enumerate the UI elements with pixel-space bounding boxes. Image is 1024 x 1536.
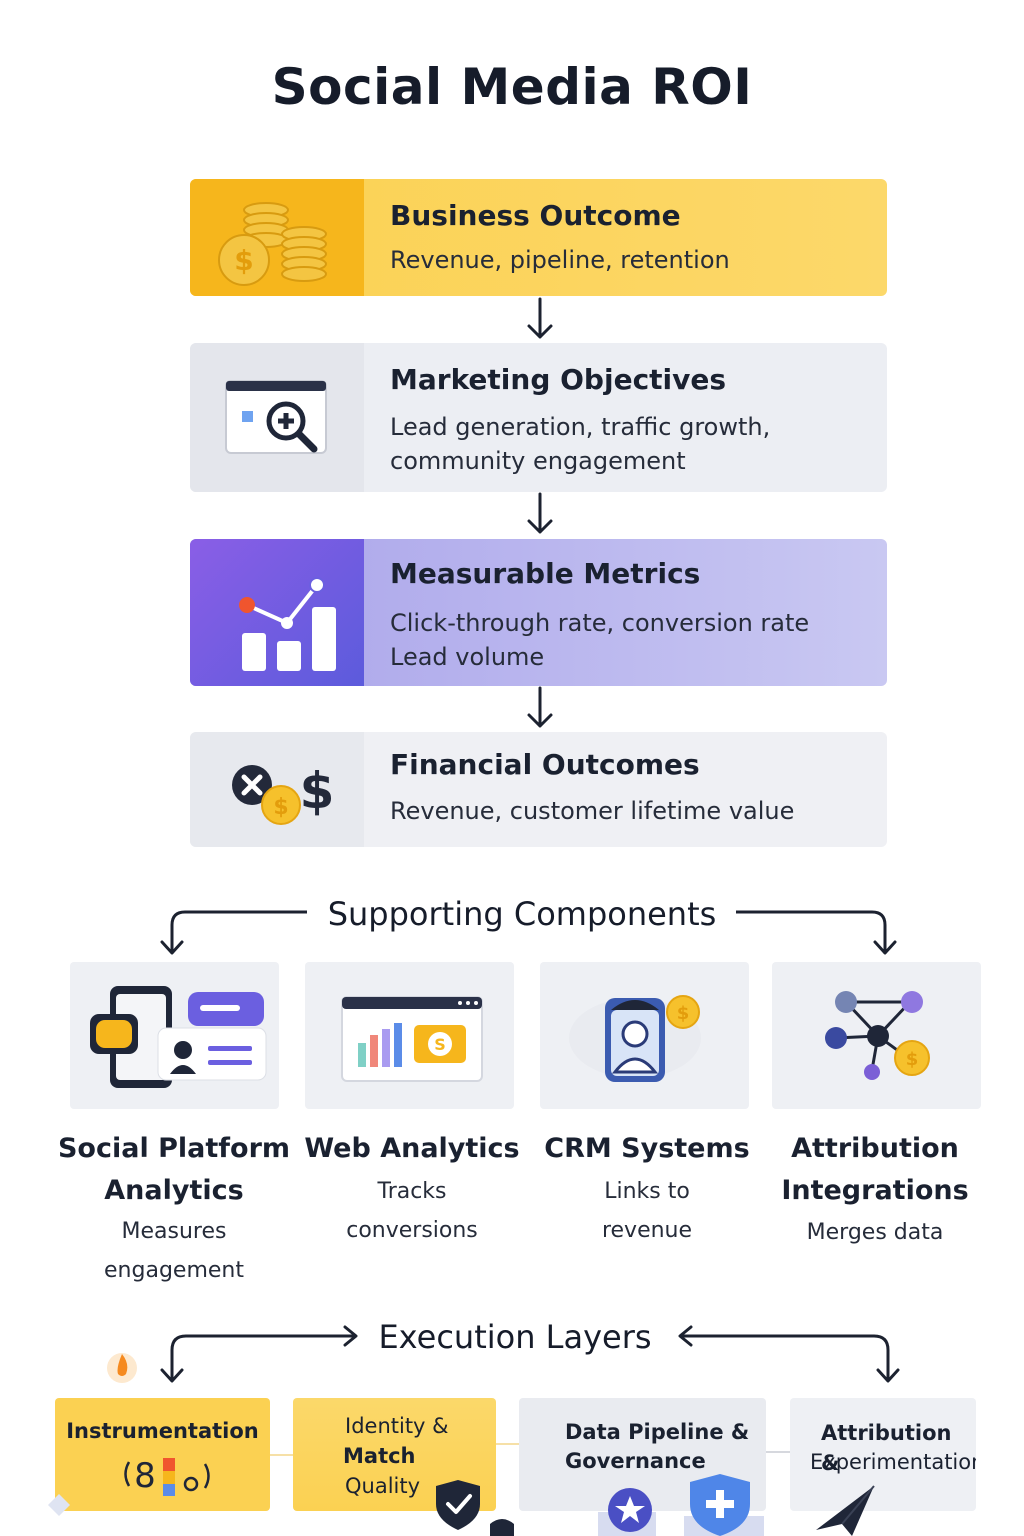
svg-text:$: $ xyxy=(300,762,335,820)
execution-connector xyxy=(160,1325,900,1383)
step-financial-outcomes: $ $ Financial Outcomes Revenue, customer… xyxy=(190,732,887,847)
component-desc-crm-systems: Links to revenue xyxy=(601,1179,693,1243)
step-title: Measurable Metrics xyxy=(390,557,701,590)
browser-search-icon xyxy=(190,343,364,492)
svg-text:$: $ xyxy=(676,1003,689,1024)
step-title: Financial Outcomes xyxy=(390,748,700,781)
star-shield-icon xyxy=(598,1474,764,1536)
component-title-attribution-integrations: Attribution Integrations xyxy=(781,1133,969,1206)
down-arrow-icon xyxy=(527,297,553,339)
supporting-connector xyxy=(160,910,897,955)
down-arrow-icon xyxy=(527,492,553,534)
svg-text:$: $ xyxy=(905,1049,918,1070)
component-desc-social-platform: Measures engagement xyxy=(104,1219,244,1283)
step-description: Revenue, customer lifetime value xyxy=(390,797,795,825)
component-desc-web-analytics: Tracks conversions xyxy=(346,1179,478,1243)
step-measurable-metrics: Measurable Metrics Click-through rate, c… xyxy=(190,539,887,686)
crm-user-icon: $ xyxy=(540,962,749,1109)
step-business-outcome: $ Business Outcome Revenue, pipeline, re… xyxy=(190,179,887,296)
shield-check-icon xyxy=(436,1480,514,1536)
component-desc-attribution-integrations: Merges data xyxy=(806,1220,944,1245)
step-description: Lead generation, traffic growth, communi… xyxy=(390,413,771,475)
coins-icon: $ xyxy=(190,179,364,296)
network-nodes-icon: $ xyxy=(772,962,981,1109)
layer-link-lines xyxy=(270,1443,790,1456)
component-title-social-platform: Social Platform Analytics xyxy=(57,1133,291,1206)
bar-chart-trend-icon xyxy=(190,539,364,686)
svg-text:8: 8 xyxy=(134,1456,156,1496)
dollar-coin-icon: $ $ xyxy=(190,732,364,847)
step-title: Business Outcome xyxy=(390,199,681,232)
social-phone-chat-icon xyxy=(70,962,279,1109)
component-title-crm-systems: CRM Systems xyxy=(544,1133,750,1164)
flame-icon xyxy=(107,1353,137,1383)
supporting-heading: Supporting Components xyxy=(327,895,717,933)
layer-instrumentation: Instrumentation 8 xyxy=(55,1398,270,1511)
step-marketing-objectives: Marketing Objectives Lead generation, tr… xyxy=(190,343,887,492)
svg-text:$: $ xyxy=(273,795,288,820)
layer-attribution-experimentation: Attribution & Experimentation xyxy=(790,1398,976,1511)
step-description: Revenue, pipeline, retention xyxy=(390,246,730,274)
down-arrow-icon xyxy=(527,686,553,728)
component-title-web-analytics: Web Analytics xyxy=(304,1133,520,1164)
svg-text:S: S xyxy=(434,1035,446,1054)
step-title: Marketing Objectives xyxy=(390,363,727,396)
sensor-signal-icon: 8 xyxy=(124,1456,210,1496)
paper-plane-icon xyxy=(816,1485,875,1536)
web-dashboard-icon: S xyxy=(305,962,514,1109)
step-description: Click-through rate, conversion rate Lead… xyxy=(390,609,810,671)
page-title: Social Media ROI xyxy=(271,58,753,116)
diamond-icon xyxy=(48,1494,70,1516)
execution-heading: Execution Layers xyxy=(378,1318,652,1356)
svg-text:$: $ xyxy=(234,244,253,277)
